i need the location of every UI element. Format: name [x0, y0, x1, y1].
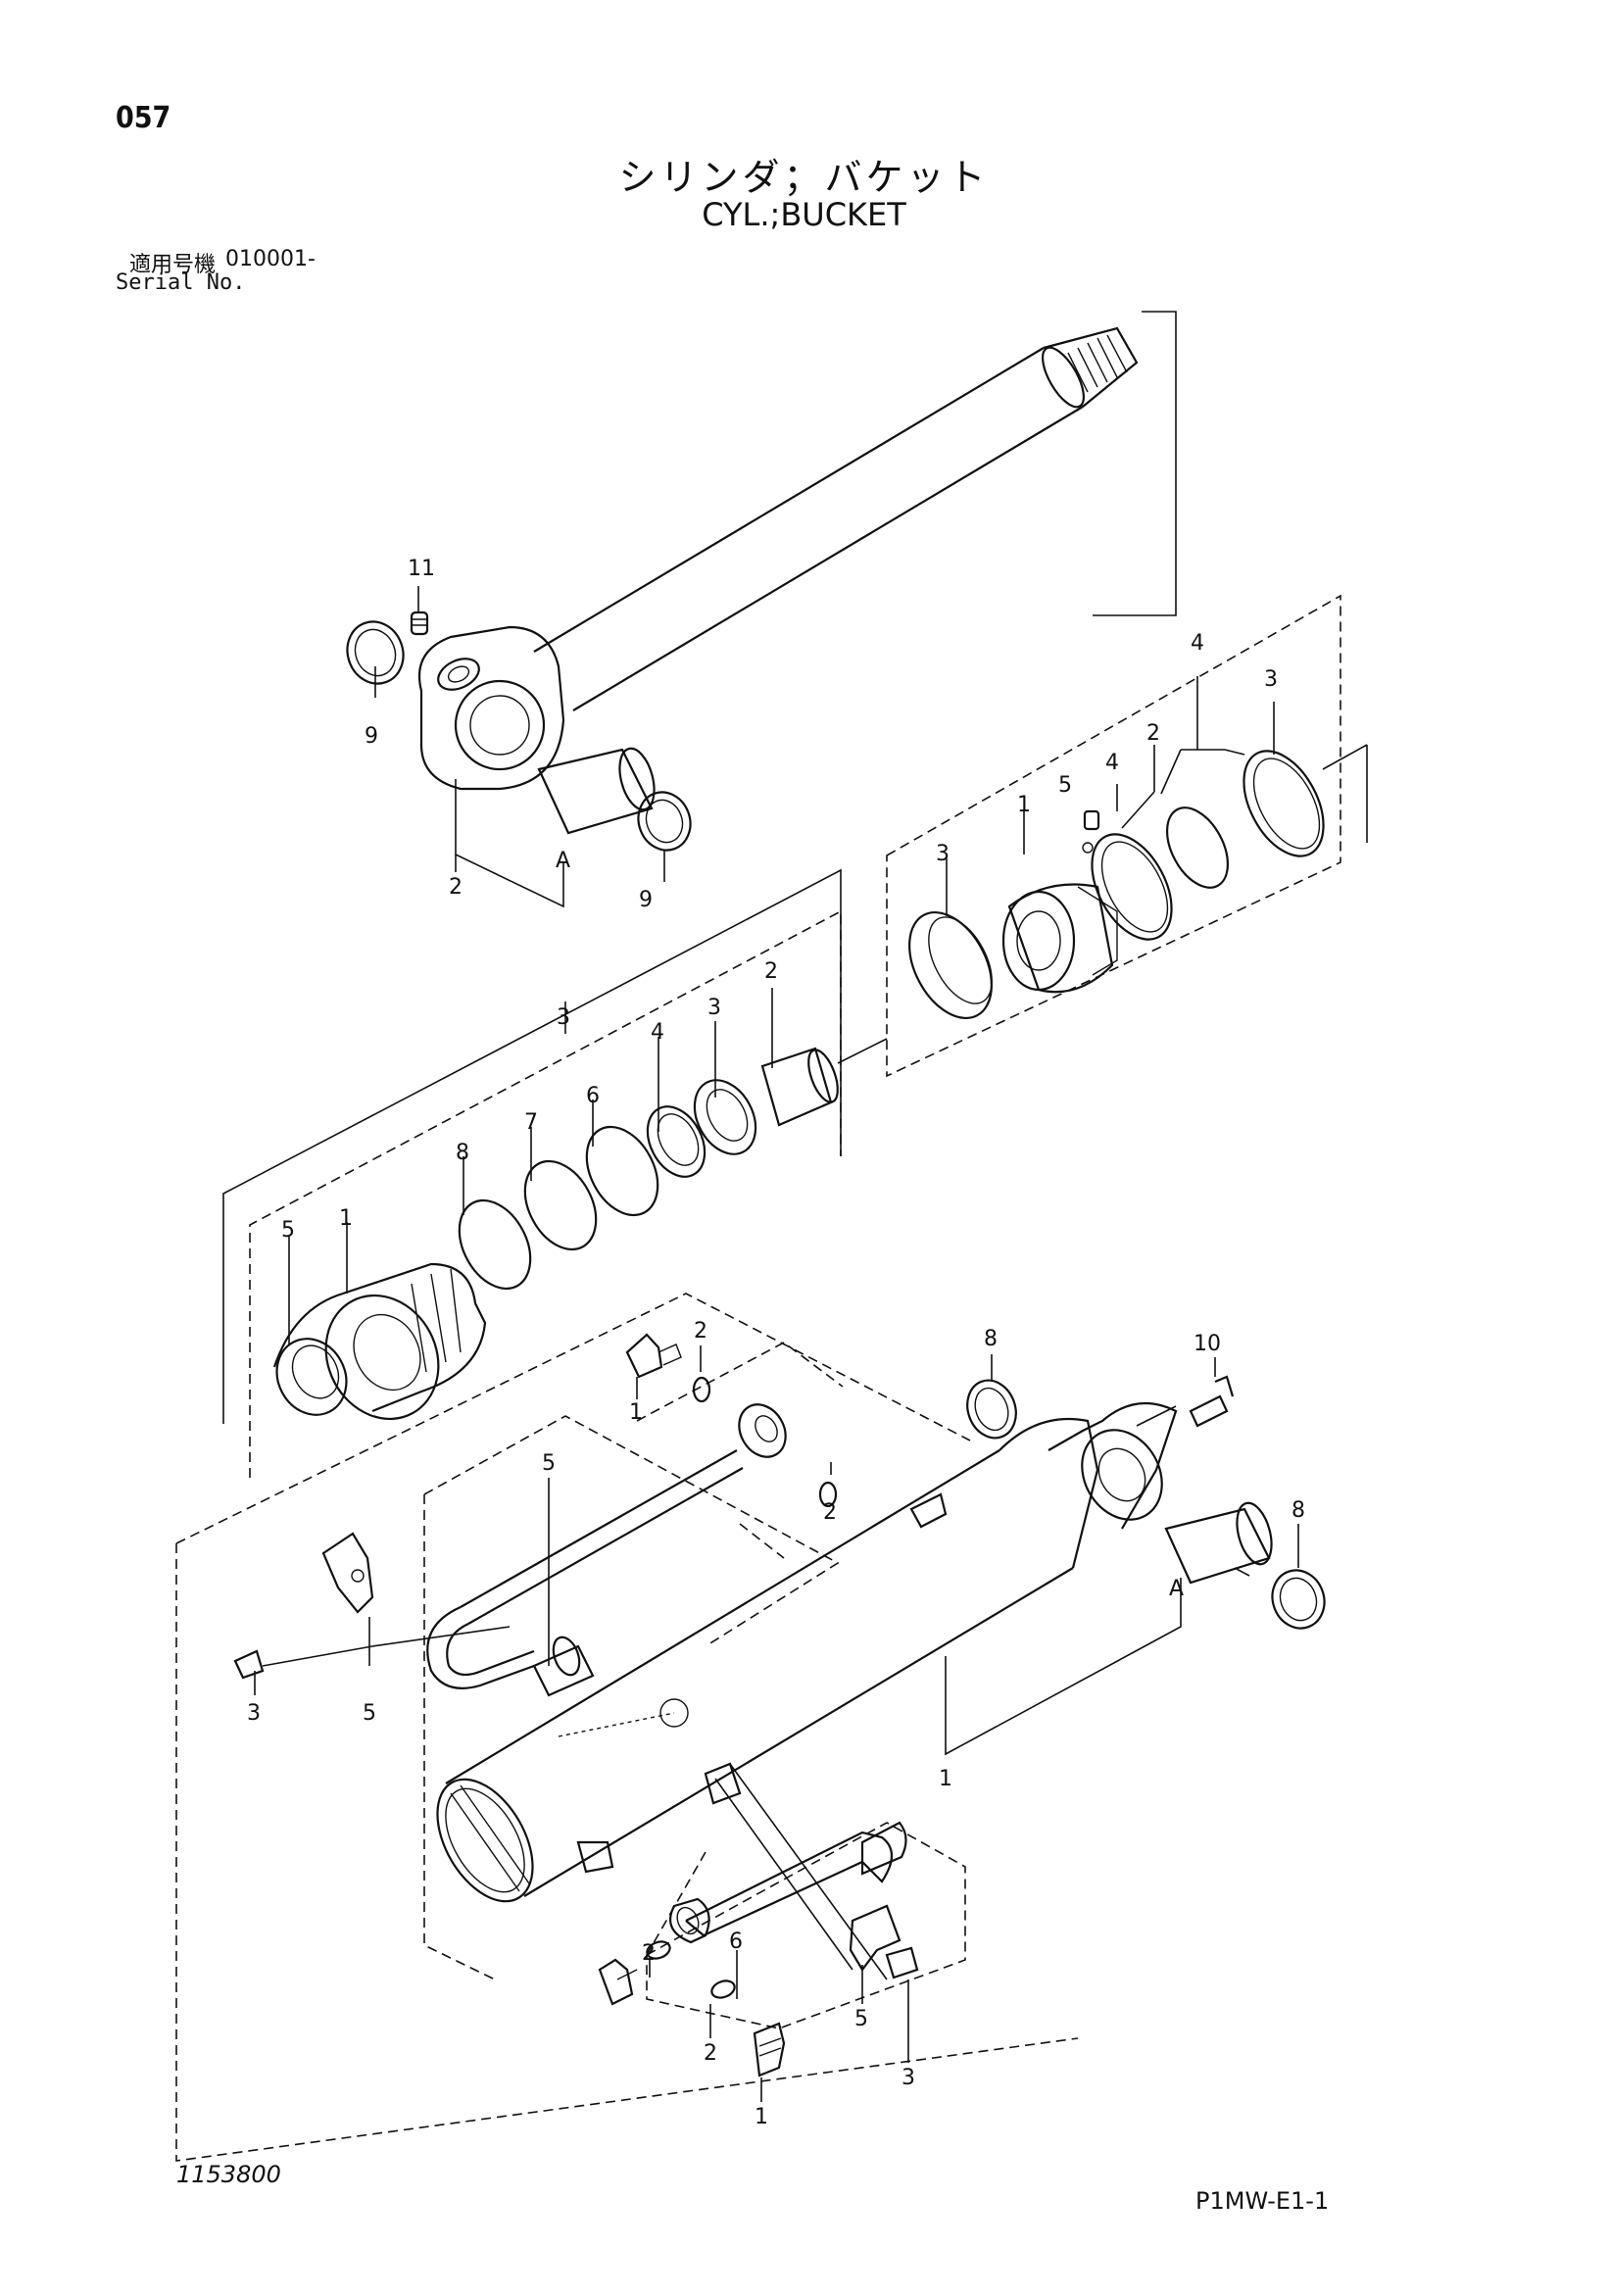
callout-tube-2c: 2 [642, 1941, 656, 1966]
grease-elbow-fitting [1189, 1375, 1235, 1428]
callout-piston-group: 4 [1191, 631, 1204, 656]
callout-piston-5: 5 [1058, 773, 1072, 798]
upper-o-ring-a [692, 1376, 711, 1403]
lower-plug [753, 2022, 786, 2077]
tube-dust-seal-top [966, 1379, 1017, 1440]
cylinder-head-group [222, 868, 888, 1478]
callout-tube-1b: 1 [755, 2105, 768, 2129]
title-english: CYL.;BUCKET [702, 196, 906, 233]
tube-bushing [1164, 1501, 1273, 1585]
callout-rod-2: 2 [449, 875, 463, 900]
tube-dust-seal-bottom [1271, 1569, 1326, 1630]
upper-clamp [233, 1532, 374, 1680]
drawing-number: 1153800 [176, 2161, 281, 2188]
callout-head-6: 6 [586, 1084, 600, 1108]
callout-tube-8a: 8 [984, 1327, 998, 1351]
callout-head-5: 5 [281, 1218, 295, 1243]
callout-tube-2d: 2 [704, 2041, 717, 2066]
callout-rod-11: 11 [408, 557, 435, 581]
callout-tube-5: 5 [542, 1451, 556, 1476]
rod-dust-seal-right [637, 791, 692, 852]
callout-tube-3a: 3 [247, 1701, 261, 1726]
serial-label-japanese: 適用号機 [129, 253, 217, 277]
callout-piston-2: 2 [1146, 721, 1160, 746]
callout-tube-5b: 5 [363, 1701, 376, 1726]
lower-clamp [849, 1904, 919, 1979]
rod-dust-seal-right-inner [645, 799, 684, 844]
piston-group [886, 594, 1368, 1078]
callout-rod-9b: 9 [639, 888, 653, 912]
rod-dust-seal-left-inner [354, 628, 397, 677]
callout-tube-8b: 8 [1291, 1498, 1305, 1523]
callout-tube-6: 6 [729, 1930, 743, 1954]
callout-tube-A: A [1169, 1577, 1184, 1601]
upper-plug [625, 1333, 682, 1379]
callout-tube-1a: 1 [629, 1400, 643, 1425]
serial-value: 010001- [225, 247, 316, 271]
lower-elbow-fitting [598, 1958, 638, 2006]
callout-tube-5c: 5 [854, 2007, 868, 2031]
callout-head-3: 3 [707, 996, 721, 1020]
callout-piston-1: 1 [1017, 793, 1031, 817]
serial-label-english: Serial No. [116, 270, 246, 295]
sheet-code: P1MW-E1-1 [1195, 2187, 1330, 2215]
callout-rod-A: A [556, 849, 570, 873]
cylinder-tube [436, 1401, 1178, 1903]
callout-rod-9a: 9 [365, 724, 378, 749]
callout-leaders [254, 586, 1299, 2102]
rod-dust-seal-left [346, 620, 405, 685]
callout-tube-2a: 2 [694, 1319, 707, 1343]
callout-head-1: 1 [339, 1206, 353, 1231]
callout-head-group: 3 [557, 1005, 570, 1030]
lower-o-ring-b [710, 1979, 736, 1999]
callout-tube-10: 10 [1194, 1332, 1221, 1356]
page-number: 057 [116, 101, 171, 135]
callout-piston-4: 4 [1105, 751, 1119, 775]
callout-tube-3b: 3 [901, 2066, 915, 2090]
upper-pipe [426, 1403, 787, 1697]
callout-head-2: 2 [764, 959, 778, 984]
callout-head-8: 8 [456, 1141, 469, 1165]
tube-dust-seal-bottom-inner [1279, 1577, 1318, 1622]
rod-grease-fitting [410, 611, 429, 636]
callout-tube-2b: 2 [823, 1500, 837, 1525]
callout-head-7: 7 [524, 1110, 538, 1135]
callout-head-4: 4 [651, 1020, 664, 1045]
tube-dust-seal-top-inner [974, 1387, 1009, 1432]
title-japanese: シリンダ；バケット [618, 156, 990, 199]
piston-rod [417, 326, 1139, 791]
callout-piston-3b: 3 [936, 842, 950, 866]
callout-tube-1: 1 [939, 1767, 952, 1791]
rod-bushing [537, 747, 656, 835]
upper-o-ring-b [818, 1481, 838, 1508]
lower-pipe [669, 1821, 907, 1944]
callout-piston-3a: 3 [1264, 667, 1278, 692]
